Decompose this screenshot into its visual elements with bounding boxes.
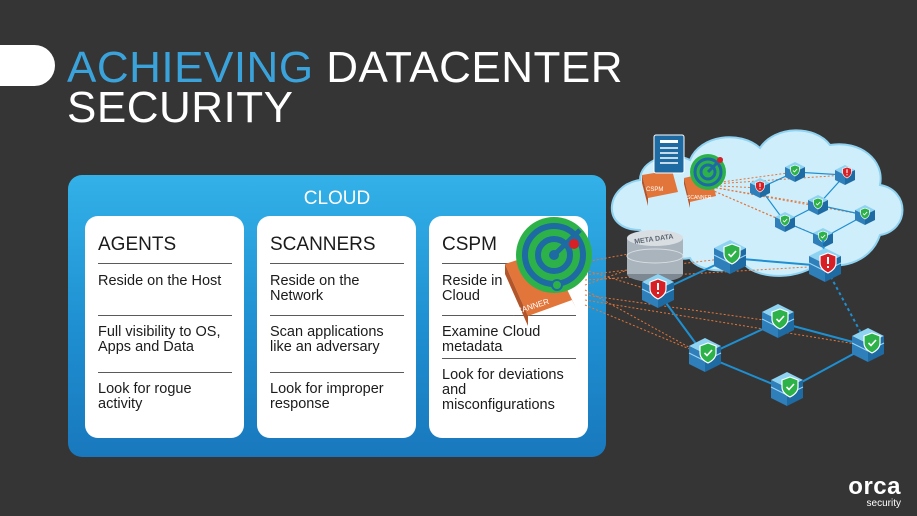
cspm-item: Reside in Cloud xyxy=(442,274,576,316)
cloud-links xyxy=(699,171,866,239)
scanner-links xyxy=(584,249,869,391)
cspm-box-label: CSPM xyxy=(646,187,663,193)
scanners-item: Look for improper response xyxy=(270,381,384,412)
server-alert xyxy=(808,247,842,283)
server-secure xyxy=(761,303,795,339)
metadata-database-icon: META DATA xyxy=(626,230,684,282)
title-pill-decoration xyxy=(0,45,55,86)
scanners-card: SCANNERS Reside on the Network Scan appl… xyxy=(257,216,416,438)
logo-word: orca xyxy=(848,473,901,500)
slide-title: ACHIEVING DATACENTER SECURITY xyxy=(67,46,623,130)
server-alert xyxy=(641,273,675,309)
agents-card-title: AGENTS xyxy=(98,234,232,264)
metadata-label: META DATA xyxy=(634,233,674,245)
server-secure xyxy=(851,327,885,363)
agents-card: AGENTS Reside on the Host Full visibilit… xyxy=(85,216,244,438)
cloud-server xyxy=(855,205,875,225)
server-secure xyxy=(713,239,747,275)
cloud-server xyxy=(785,162,805,182)
cspm-card: CSPM Reside in Cloud Examine Cloud metad… xyxy=(429,216,588,438)
cloud-server xyxy=(750,178,770,198)
network-dashed-lines xyxy=(822,239,869,347)
cloud-shape xyxy=(610,129,904,277)
small-scanner-label: SCANNER xyxy=(687,195,712,201)
logo-sub: security xyxy=(866,498,901,509)
title-accent: ACHIEVING xyxy=(67,43,314,92)
agents-item: Look for rogue activity xyxy=(98,381,192,412)
server-secure xyxy=(770,371,804,407)
title-rest: DATACENTER xyxy=(313,43,623,92)
agents-item: Full visibility to OS, Apps and Data xyxy=(98,316,232,373)
network-lines xyxy=(657,257,869,391)
scanners-item: Reside on the Network xyxy=(270,274,404,316)
cspm-card-title: CSPM xyxy=(442,234,576,264)
cloud-network-lines xyxy=(759,171,867,239)
cspm-box-icon: CSPM xyxy=(642,134,685,206)
title-line-2: SECURITY xyxy=(67,83,294,132)
cloud-server xyxy=(775,212,795,232)
cspm-item: Look for deviations and misconfiguration… xyxy=(442,367,564,413)
cloud-label: CLOUD xyxy=(303,188,371,209)
cspm-item: Examine Cloud metadata xyxy=(442,316,576,359)
cloud-server xyxy=(808,195,828,215)
orca-security-logo: orca security xyxy=(848,473,901,510)
cloud-server xyxy=(835,165,855,185)
cloud-server xyxy=(813,228,833,248)
server-secure xyxy=(688,337,722,373)
scanners-card-title: SCANNERS xyxy=(270,234,404,264)
scanners-item: Scan applications like an adversary xyxy=(270,316,404,373)
agents-item: Reside on the Host xyxy=(98,274,232,316)
small-scanner-icon: SCANNER xyxy=(684,154,726,208)
